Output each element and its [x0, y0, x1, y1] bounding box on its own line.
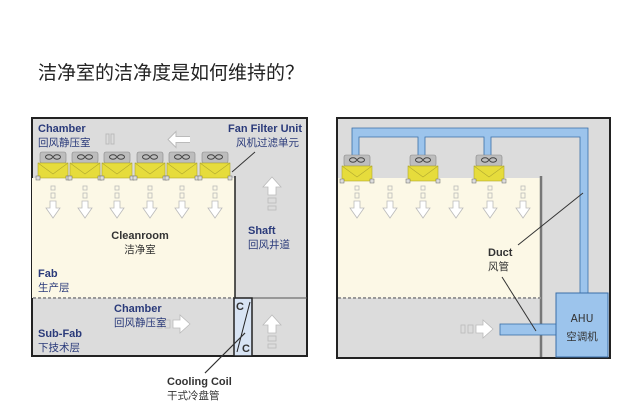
shaft-zh: 回风井道 [248, 238, 290, 251]
duct-leader-top [517, 192, 584, 246]
duct-leader-bottom [501, 276, 537, 332]
cooling-coil: C C [233, 297, 253, 357]
chamber-top-en: Chamber [38, 123, 86, 135]
ffu-en: Fan Filter Unit [228, 123, 302, 135]
subfab-zh: 下技术层 [38, 341, 80, 354]
ahu-unit: AHU 空调机 [555, 292, 609, 358]
subfab-en: Sub-Fab [38, 328, 82, 340]
fab-en: Fab [38, 268, 58, 280]
svg-text:C: C [242, 343, 250, 355]
fab-zh: 生产层 [38, 281, 70, 294]
cleanroom-zh: 洁净室 [124, 243, 156, 256]
svg-text:C: C [236, 301, 244, 313]
shaft-en: Shaft [248, 225, 276, 237]
cooling-coil-leader [204, 332, 246, 374]
ahu-zh: 空调机 [566, 330, 598, 343]
cooling-coil-en: Cooling Coil [167, 376, 232, 388]
ffu-leader [231, 151, 256, 173]
duct-zh: 风管 [488, 260, 509, 273]
right-diagram: AHU 空调机 Duct 风管 [336, 117, 611, 359]
page-title: 洁净室的洁净度是如何维持的？ [38, 62, 305, 84]
return-air-left-arrows [105, 130, 190, 149]
left-diagram: C C Chamber 回风静压室 Fan Filter Unit 风机过滤单元… [31, 117, 308, 402]
ffu-zh: 风机过滤单元 [236, 136, 299, 149]
ahu-en: AHU [571, 313, 594, 325]
chamber-bottom-en: Chamber [114, 303, 162, 315]
duct-en: Duct [488, 247, 513, 259]
chamber-top-zh: 回风静压室 [38, 136, 91, 149]
chamber-bottom-zh: 回风静压室 [114, 316, 167, 329]
cooling-coil-zh: 干式冷盘管 [167, 389, 220, 402]
cleanroom-en: Cleanroom [111, 230, 169, 242]
